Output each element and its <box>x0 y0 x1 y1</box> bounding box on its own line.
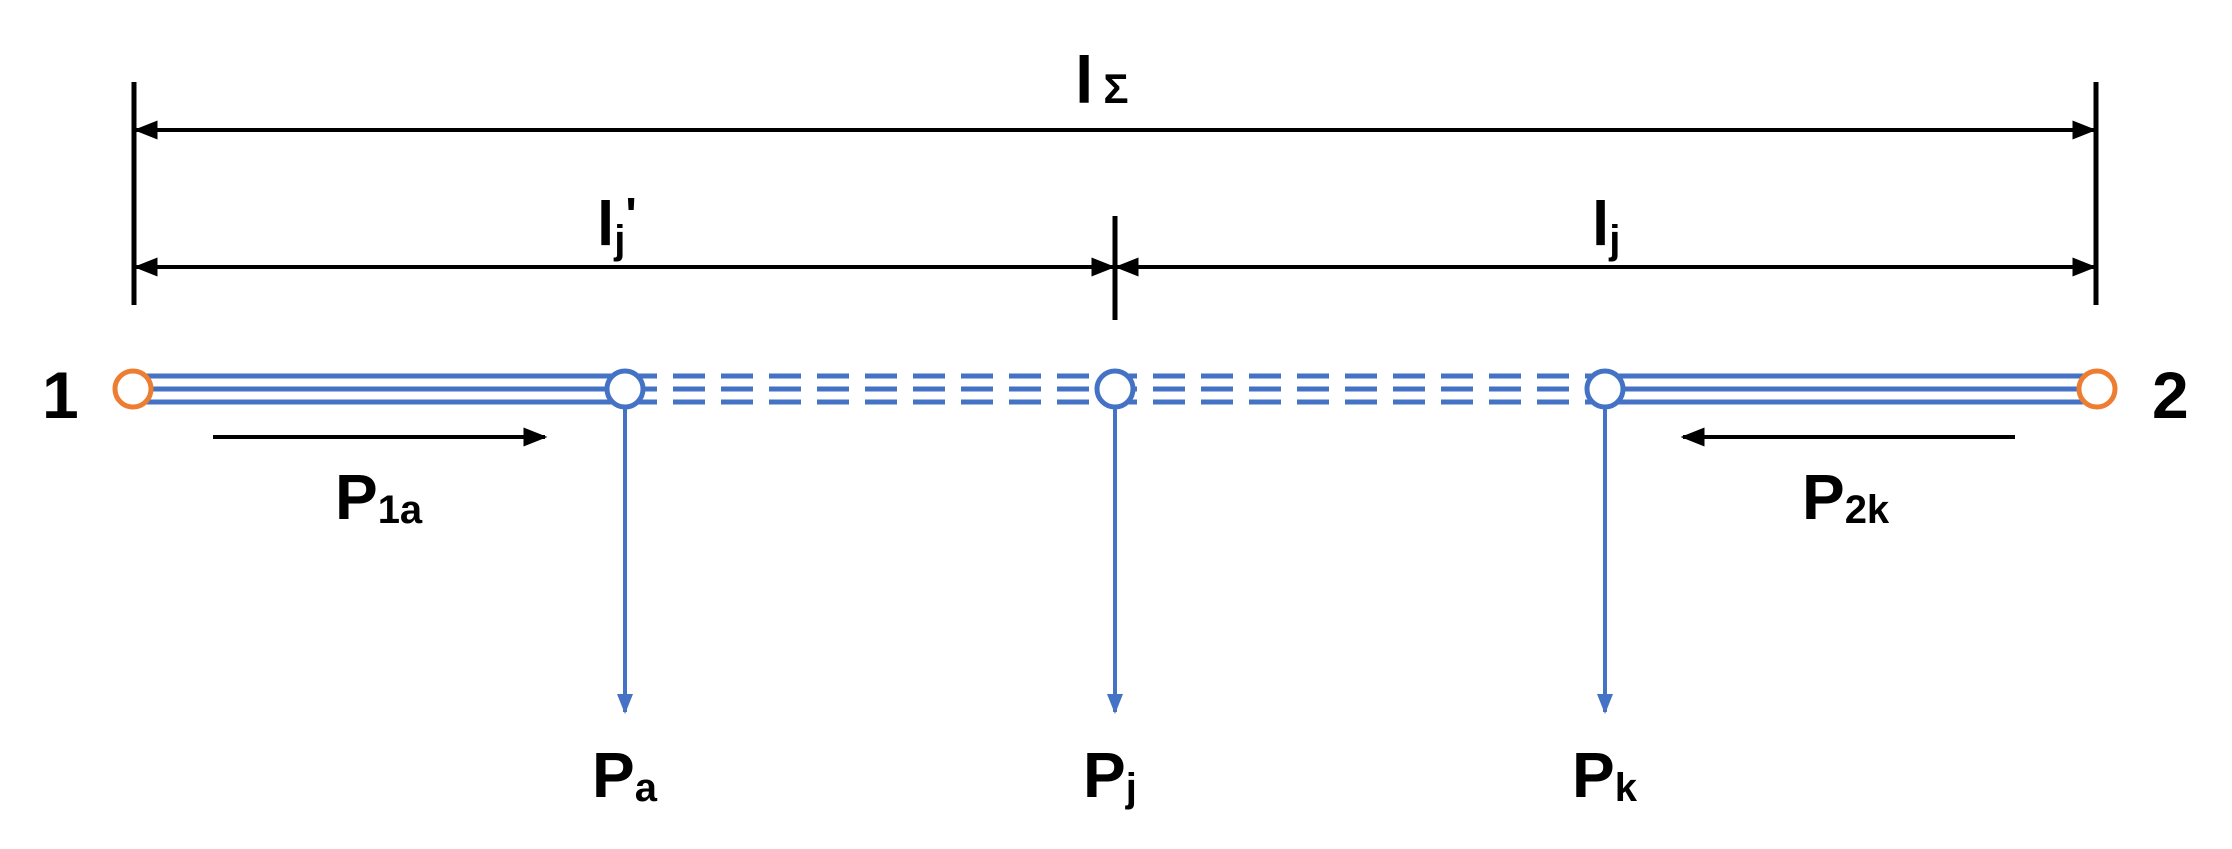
load-node-a-icon <box>604 368 646 410</box>
terminal-node-2-icon <box>2076 368 2118 410</box>
dimension-lines <box>131 82 2099 320</box>
load-k-label: Pk <box>1572 739 1638 811</box>
load-node-k-icon <box>1584 368 1626 410</box>
node-1-label: 1 <box>42 358 79 432</box>
left-length-label: lj' <box>597 189 637 262</box>
flow-1a-label: P1a <box>335 461 423 533</box>
node-2-label: 2 <box>2152 358 2189 432</box>
load-a-label: Pa <box>592 739 658 811</box>
flow-2k-label: P2k <box>1802 461 1890 533</box>
load-arrows <box>617 408 1613 714</box>
load-j-label: Pj <box>1083 739 1137 811</box>
right-length-label: lj <box>1592 190 1620 262</box>
terminal-node-1-icon <box>112 368 154 410</box>
transmission-line <box>133 373 2097 405</box>
nodes <box>112 368 2118 410</box>
load-node-j-icon <box>1094 368 1136 410</box>
